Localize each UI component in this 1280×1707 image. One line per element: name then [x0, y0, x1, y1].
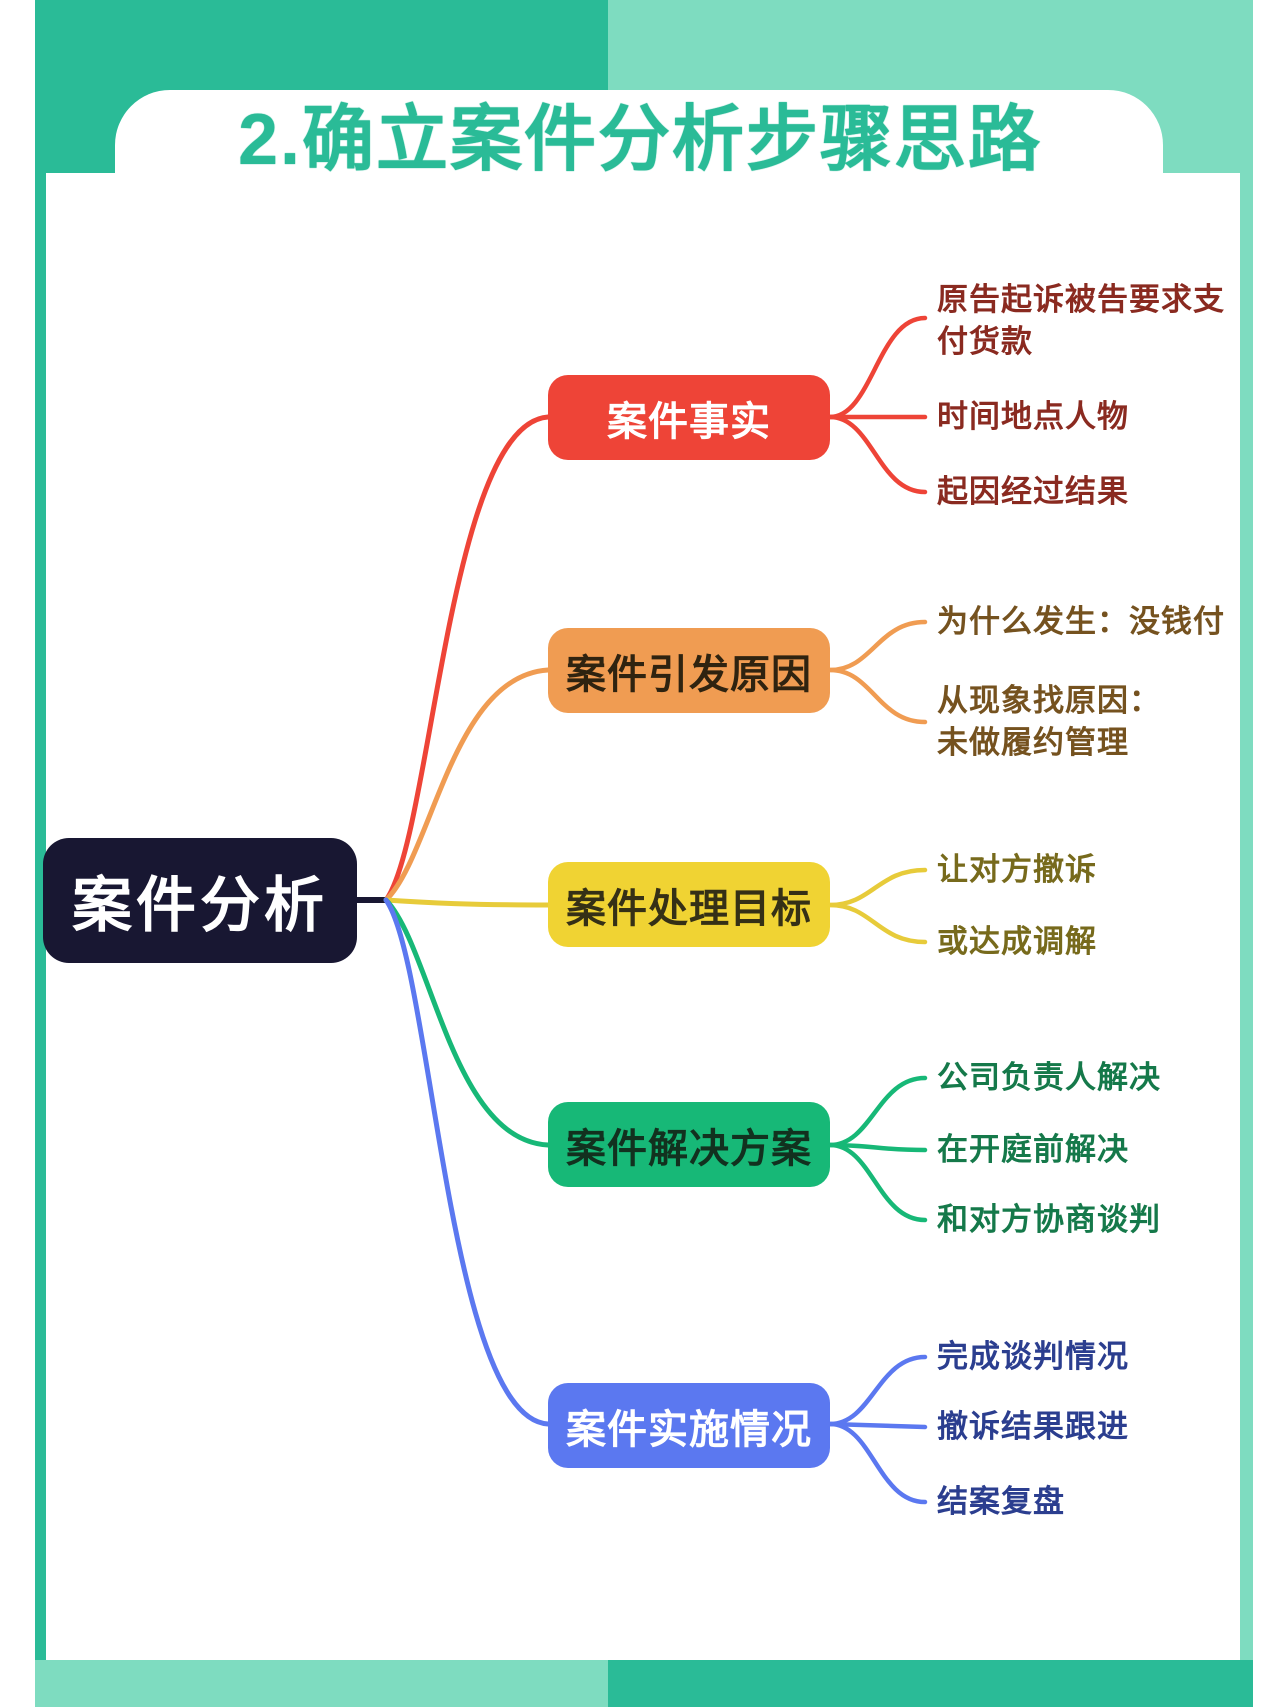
- child-label-facts-2: 时间地点人物: [937, 399, 1129, 435]
- branch-node-goal: 案件处理目标: [548, 862, 830, 947]
- branch-node-solution: 案件解决方案: [548, 1102, 830, 1187]
- branch-node-implementation: 案件实施情况: [548, 1383, 830, 1468]
- child-label-implementation-2: 撤诉结果跟进: [937, 1409, 1129, 1445]
- root-node: 案件分析: [43, 838, 357, 963]
- left-edge-strip: [35, 0, 46, 1660]
- branch-node-cause: 案件引发原因: [548, 628, 830, 713]
- bottom-band-light: [35, 1660, 608, 1707]
- child-label-implementation-1: 完成谈判情况: [937, 1339, 1129, 1375]
- branch-node-facts: 案件事实: [548, 375, 830, 460]
- child-label-cause-1: 为什么发生：没钱付: [937, 604, 1225, 640]
- child-label-solution-1: 公司负责人解决: [937, 1060, 1161, 1096]
- child-label-facts-1: 原告起诉被告要求支 付货款: [937, 282, 1225, 359]
- child-label-solution-3: 和对方协商谈判: [937, 1202, 1161, 1238]
- child-label-cause-2: 从现象找原因： 未做履约管理: [937, 683, 1161, 760]
- child-label-solution-2: 在开庭前解决: [937, 1132, 1129, 1168]
- right-edge-strip: [1240, 0, 1253, 1660]
- bottom-band-dark: [608, 1660, 1253, 1707]
- child-label-implementation-3: 结案复盘: [937, 1484, 1065, 1520]
- child-label-facts-3: 起因经过结果: [937, 474, 1129, 510]
- child-label-goal-1: 让对方撤诉: [937, 852, 1097, 888]
- child-label-goal-2: 或达成调解: [937, 924, 1097, 960]
- page-title: 2.确立案件分析步骤思路: [237, 100, 1043, 180]
